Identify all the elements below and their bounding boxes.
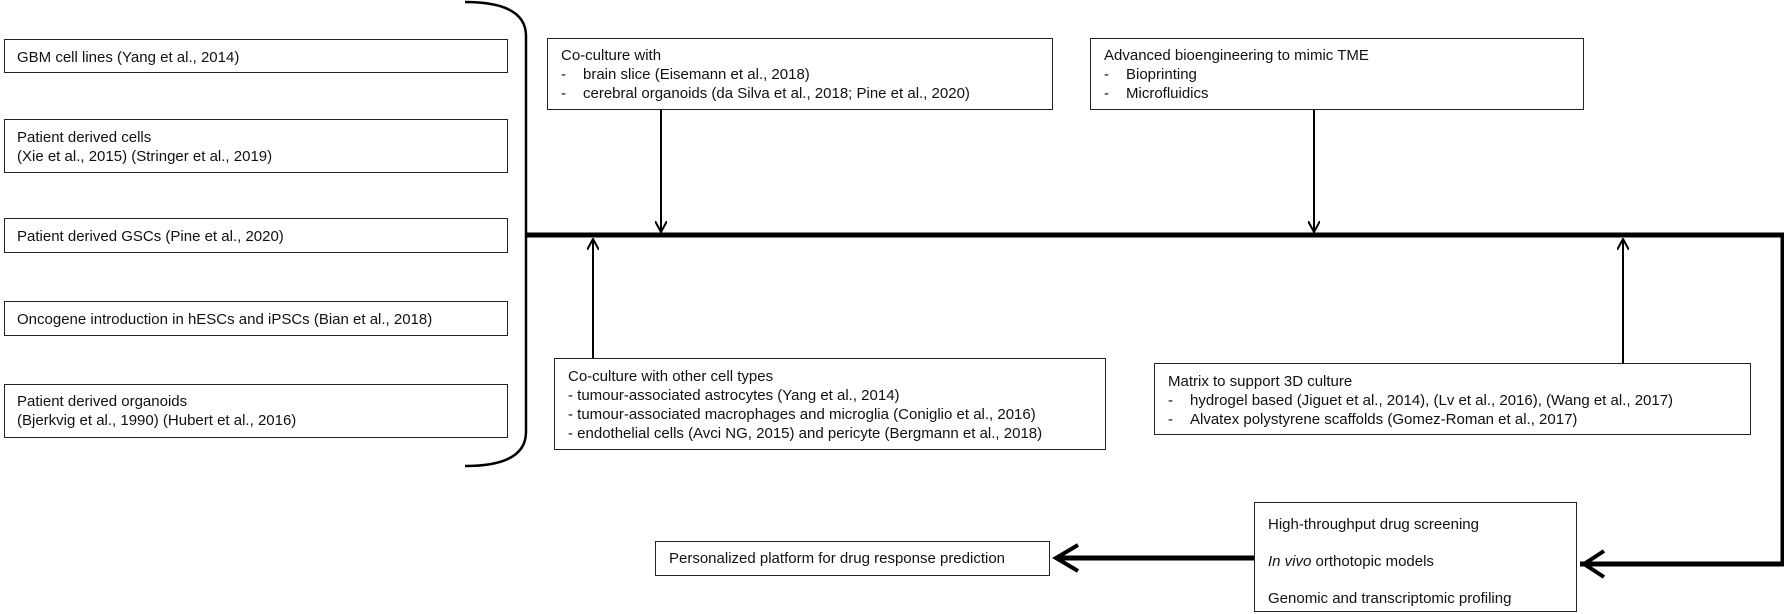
bioengineering-title: Advanced bioengineering to mimic TME: [1104, 47, 1369, 64]
other-cells-item: - tumour-associated astrocytes (Yang et …: [568, 387, 900, 404]
outcome-box: Personalized platform for drug response …: [655, 541, 1050, 576]
other-cells-box: Co-culture with other cell types - tumou…: [554, 358, 1106, 450]
source-line: Patient derived GSCs (Pine et al., 2020): [17, 228, 284, 245]
applications-arrowhead: [1580, 549, 1606, 579]
source-box-cell-lines: GBM cell lines (Yang et al., 2014): [4, 39, 508, 73]
coculture-box: Co-culture with -brain slice (Eisemann e…: [547, 38, 1053, 110]
application-item: Genomic and transcriptomic profiling: [1268, 590, 1512, 607]
coculture-item: -brain slice (Eisemann et al., 2018): [561, 66, 810, 83]
application-item: High-throughput drug screening: [1268, 516, 1479, 533]
source-box-patient-cells: Patient derived cells (Xie et al., 2015)…: [4, 119, 508, 173]
source-box-organoids: Patient derived organoids (Bjerkvig et a…: [4, 384, 508, 438]
source-line: (Bjerkvig et al., 1990) (Hubert et al., …: [17, 412, 297, 429]
outcome-label: Personalized platform for drug response …: [669, 550, 1006, 567]
matrix-title: Matrix to support 3D culture: [1168, 373, 1353, 390]
applications-box: High-throughput drug screening In vivo o…: [1254, 502, 1577, 612]
source-line: Patient derived cells: [17, 129, 152, 146]
source-line: (Xie et al., 2015) (Stringer et al., 201…: [17, 148, 273, 165]
matrix-box: Matrix to support 3D culture -hydrogel b…: [1154, 363, 1751, 435]
bioengineering-box: Advanced bioengineering to mimic TME -Bi…: [1090, 38, 1584, 110]
main-flow-line: [526, 232, 1784, 567]
matrix-item: -Alvatex polystyrene scaffolds (Gomez-Ro…: [1168, 411, 1578, 428]
bioengineering-item: -Microfluidics: [1104, 85, 1209, 102]
outcome-arrowhead: [1052, 543, 1080, 573]
source-line: Oncogene introduction in hESCs and iPSCs…: [17, 311, 433, 328]
coculture-item: -cerebral organoids (da Silva et al., 20…: [561, 85, 970, 102]
bioengineering-item: -Bioprinting: [1104, 66, 1197, 83]
matrix-item: -hydrogel based (Jiguet et al., 2014), (…: [1168, 392, 1674, 409]
source-line: Patient derived organoids: [17, 393, 188, 410]
other-cells-item: - tumour-associated macrophages and micr…: [568, 406, 1036, 423]
other-cells-item: - endothelial cells (Avci NG, 2015) and …: [568, 425, 1043, 442]
coculture-title: Co-culture with: [561, 47, 662, 64]
other-cells-title: Co-culture with other cell types: [568, 368, 774, 385]
source-box-gscs: Patient derived GSCs (Pine et al., 2020): [4, 218, 508, 253]
application-item: In vivo orthotopic models: [1268, 553, 1434, 570]
source-box-oncogene: Oncogene introduction in hESCs and iPSCs…: [4, 301, 508, 336]
source-line: GBM cell lines (Yang et al., 2014): [17, 49, 240, 66]
